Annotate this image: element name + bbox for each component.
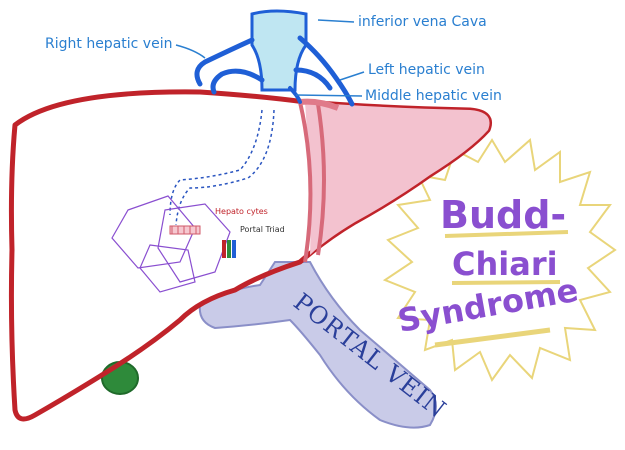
ivc xyxy=(250,9,308,92)
left-lobe xyxy=(305,102,490,255)
label-portal-triad: Portal Triad xyxy=(240,225,285,234)
portal-triad-icon xyxy=(222,240,236,258)
lobule-lower xyxy=(139,244,196,293)
left-hepatic-vein xyxy=(293,35,355,107)
label-rhv: Right hepatic vein xyxy=(45,36,172,52)
title-line-1: Budd- xyxy=(440,193,566,237)
arrow-mhv xyxy=(295,94,363,97)
title-underline-3 xyxy=(434,327,551,348)
arrow-ivc xyxy=(317,19,355,23)
title-underline-2 xyxy=(451,280,561,285)
lobule-left xyxy=(111,195,196,269)
label-ivc: inferior vena Cava xyxy=(358,14,487,30)
label-lhv: Left hepatic vein xyxy=(368,62,485,78)
title-underline-1 xyxy=(444,230,569,238)
right-hepatic-vein xyxy=(194,37,265,95)
middle-vein-band xyxy=(299,98,340,111)
label-mhv: Middle hepatic vein xyxy=(365,88,502,104)
dotted-vein-1 xyxy=(169,109,263,216)
gallbladder xyxy=(101,361,139,395)
portal-vein xyxy=(198,261,437,429)
falciform-ligament xyxy=(298,101,326,263)
hepatocyte-cords xyxy=(169,225,201,235)
dotted-vein-2 xyxy=(175,109,275,226)
lobule-center xyxy=(157,203,231,283)
arrow-rhv xyxy=(175,44,206,59)
title-line-2: Chiari xyxy=(452,245,558,283)
label-hepatocytes: Hepato cytes xyxy=(215,207,268,216)
title-burst xyxy=(382,138,617,383)
arrow-lhv xyxy=(339,71,365,81)
